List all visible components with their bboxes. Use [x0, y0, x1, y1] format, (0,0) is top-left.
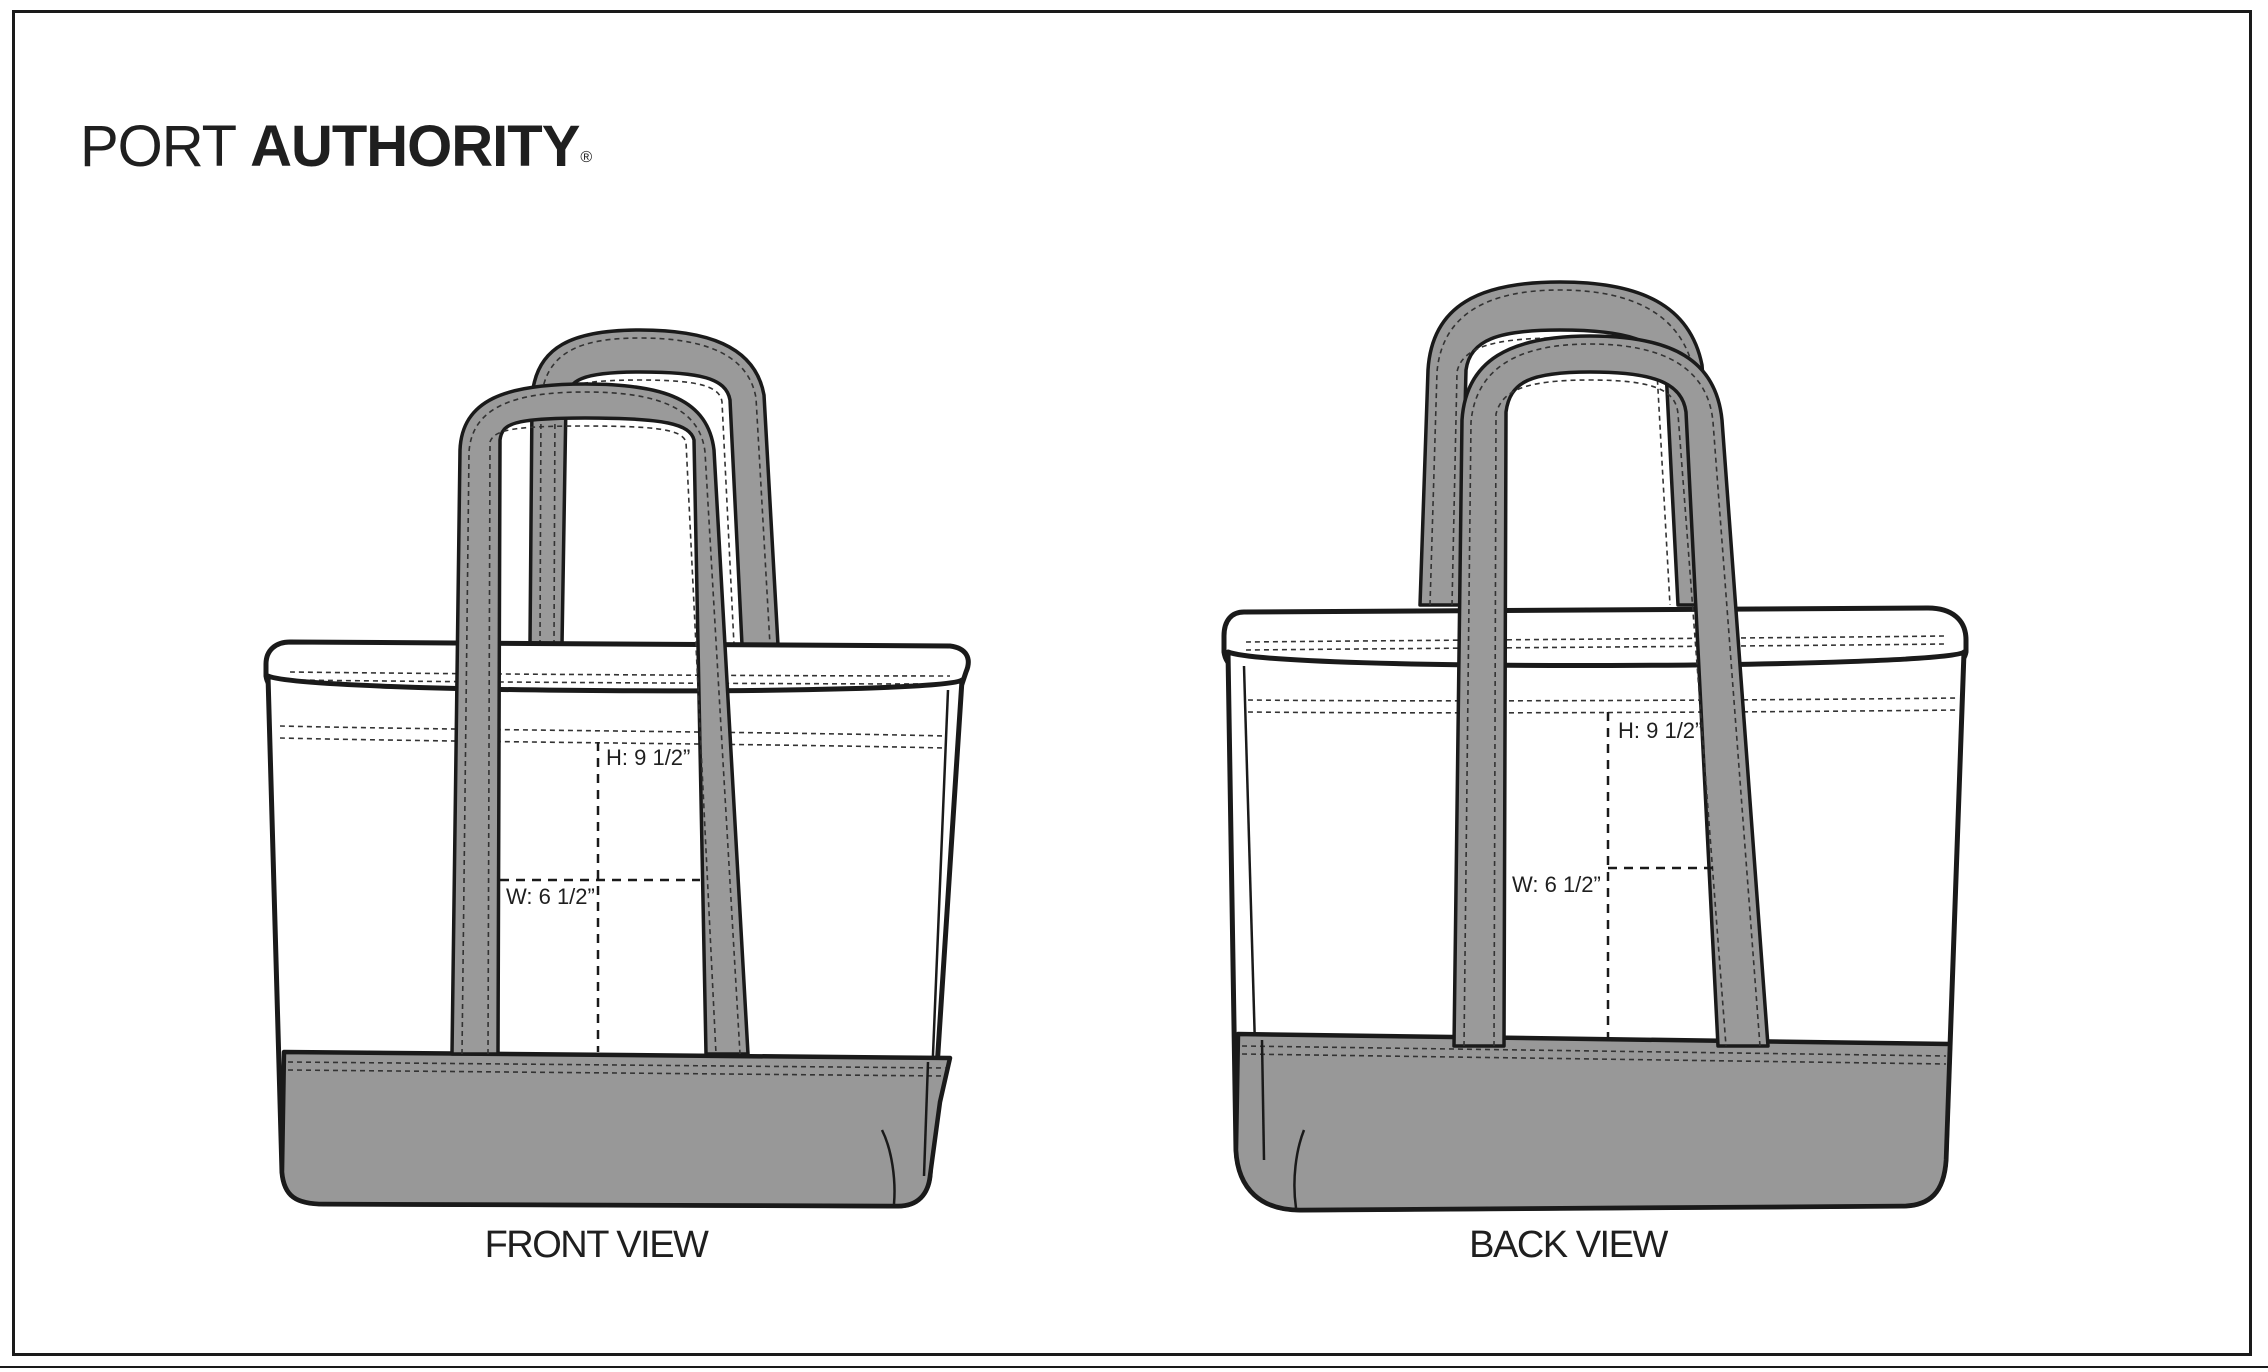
front-view-label: FRONT VIEW — [484, 1224, 709, 1266]
back-view-height-label: H: 9 1/2” — [1618, 718, 1703, 743]
front-view-bottom-panel — [279, 1049, 953, 1209]
brand-name-bold: AUTHORITY — [250, 114, 580, 179]
front-view-bag — [263, 328, 971, 1209]
back-view-bottom-panel — [1233, 1031, 1953, 1213]
bottom-rule — [0, 1366, 2268, 1368]
back-view-label: BACK VIEW — [1469, 1224, 1668, 1266]
back-view-front-strap — [1452, 334, 1770, 1048]
brand-name-light: PORT — [80, 114, 237, 179]
registered-mark: ® — [580, 149, 592, 166]
front-view-height-label: H: 9 1/2” — [606, 745, 691, 770]
front-view-rear-strap — [528, 328, 780, 647]
back-view-width-label: W: 6 1/2” — [1512, 872, 1601, 897]
back-view-bag — [1221, 280, 1969, 1213]
front-view-front-strap — [450, 382, 750, 1056]
front-view-width-label: W: 6 1/2” — [506, 884, 595, 909]
